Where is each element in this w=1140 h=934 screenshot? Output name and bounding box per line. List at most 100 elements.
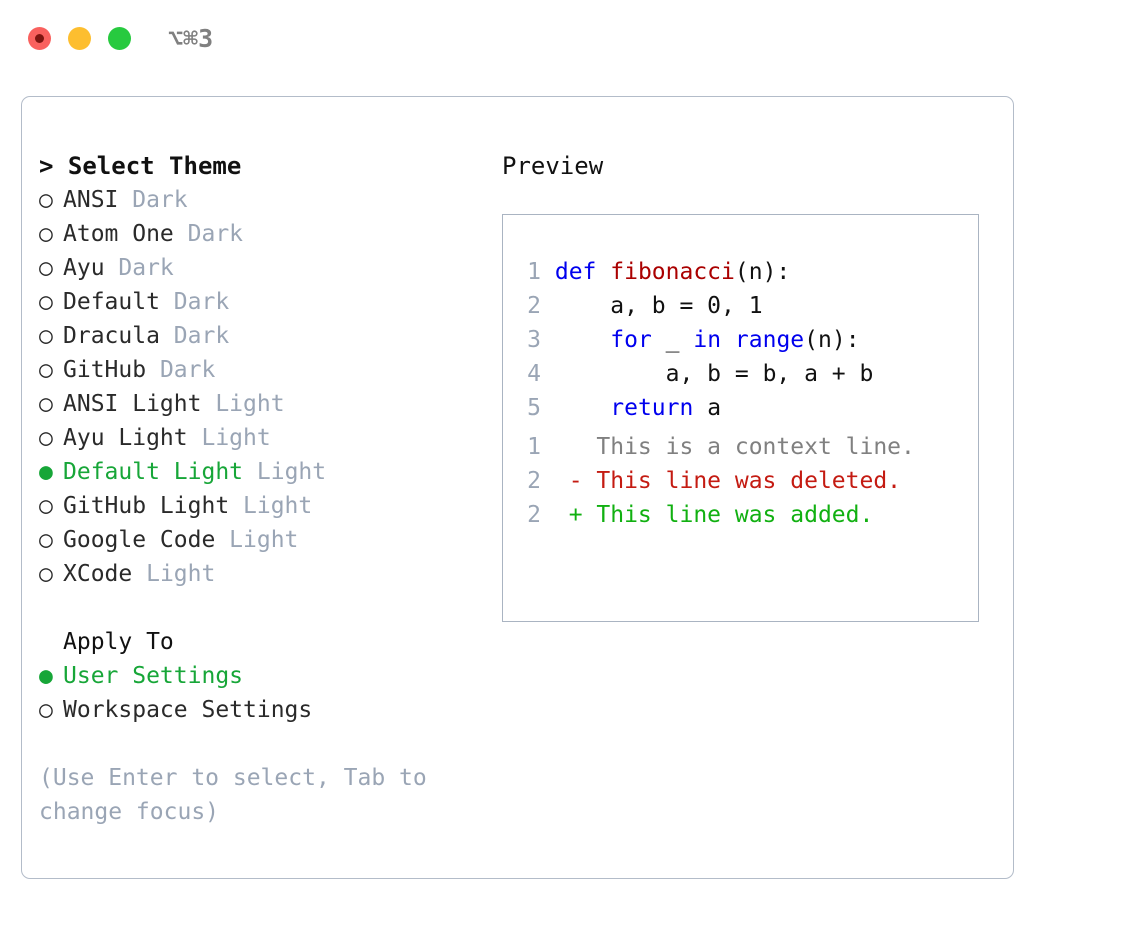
radio-unselected-icon: ○	[39, 357, 53, 383]
radio-unselected-icon: ○	[39, 493, 53, 519]
diff-line-text: + This line was added.	[541, 502, 874, 528]
preview-title: Preview	[502, 152, 604, 180]
theme-name-label: GitHub	[63, 357, 160, 383]
theme-name-label: Ayu	[63, 255, 119, 281]
radio-unselected-icon: ○	[39, 187, 53, 213]
theme-list-item[interactable]: ○ Google Code Light	[39, 523, 509, 557]
theme-name-label: Default	[63, 289, 174, 315]
line-number: 1	[527, 259, 541, 285]
radio-unselected-icon: ○	[39, 255, 53, 281]
radio-unselected-icon: ○	[39, 697, 53, 723]
theme-list-item[interactable]: ○ Dracula Dark	[39, 319, 509, 353]
line-gutter-space	[541, 293, 555, 319]
line-number: 1	[527, 434, 541, 460]
code-token: (n):	[734, 259, 791, 285]
theme-variant-tag: Dark	[173, 323, 230, 349]
apply-to-item[interactable]: ○ Workspace Settings	[39, 693, 509, 727]
theme-list-item[interactable]: ● Default Light Light	[39, 455, 509, 489]
theme-list-item[interactable]: ○Ayu Light Light	[39, 421, 509, 455]
code-line: 1 def fibonacci(n):	[515, 255, 965, 289]
theme-variant-tag: Light	[146, 561, 216, 587]
theme-list-item[interactable]: ○ANSI Dark	[39, 183, 509, 217]
theme-name-label: XCode	[63, 561, 147, 587]
code-line: 2 a, b = 0, 1	[515, 289, 965, 323]
radio-unselected-icon: ○	[39, 289, 53, 315]
line-number: 5	[527, 395, 541, 421]
code-token: a	[693, 395, 722, 421]
radio-selected-icon: ●	[39, 663, 53, 689]
theme-name-label: Dracula	[63, 323, 174, 349]
title-bar: ⌥⌘3	[0, 0, 1140, 78]
radio-selected-icon: ●	[39, 459, 53, 485]
apply-to-list[interactable]: ● User Settings ○ Workspace Settings	[39, 659, 509, 727]
theme-variant-tag: Dark	[132, 187, 188, 213]
theme-list-item[interactable]: ○ Atom One Dark	[39, 217, 509, 251]
code-token: return	[610, 395, 694, 421]
apply-to-item[interactable]: ● User Settings	[39, 659, 509, 693]
theme-variant-tag: Light	[229, 527, 299, 553]
radio-unselected-icon: ○	[39, 527, 53, 553]
code-token: def	[554, 259, 611, 285]
radio-unselected-icon: ○	[39, 561, 53, 587]
theme-variant-tag: Dark	[187, 221, 244, 247]
theme-name-label: GitHub Light	[63, 493, 244, 519]
theme-list-item[interactable]: ○ GitHub Light Light	[39, 489, 509, 523]
code-token: range	[734, 327, 805, 353]
select-theme-header: > Select Theme	[39, 152, 242, 180]
theme-name-label: Google Code	[63, 527, 230, 553]
recording-indicator-icon	[35, 34, 44, 43]
radio-unselected-icon: ○	[39, 221, 53, 247]
diff-line-text: This is a context line.	[541, 434, 915, 460]
section-spacer	[39, 591, 509, 625]
theme-name-label: Default Light	[63, 459, 257, 485]
theme-list-item[interactable]: ○Ayu Dark	[39, 251, 509, 285]
code-line: 4 a, b = b, a + b	[515, 357, 965, 391]
code-token: _	[651, 327, 694, 353]
theme-name-label: Ayu Light	[63, 425, 202, 451]
theme-variant-tag: Light	[256, 459, 327, 485]
theme-variant-tag: Light	[215, 391, 285, 417]
diff-sample: 1 This is a context line.2 - This line w…	[515, 430, 965, 532]
line-number: 2	[527, 293, 541, 319]
code-token: a, b = b, a + b	[554, 361, 874, 387]
radio-unselected-icon: ○	[39, 391, 53, 417]
code-line: 5 return a	[515, 391, 965, 425]
maximize-button-icon[interactable]	[108, 27, 131, 50]
theme-picker-dialog: > Select Theme ○ANSI Dark○Atom One Dark○…	[21, 96, 1014, 879]
theme-name-label: Atom One	[63, 221, 188, 247]
line-gutter-space	[541, 259, 555, 285]
diff-line: 2 - This line was deleted.	[515, 464, 965, 498]
apply-to-label: User Settings	[63, 663, 244, 689]
theme-name-label: ANSI Light	[63, 391, 216, 417]
code-line: 3 for _ in range(n):	[515, 323, 965, 357]
theme-list-item[interactable]: ○ ANSI Light Light	[39, 387, 509, 421]
theme-list-item[interactable]: ○ Default Dark	[39, 285, 509, 319]
theme-variant-tag: Dark	[173, 289, 230, 315]
theme-variant-tag: Dark	[159, 357, 216, 383]
theme-variant-tag: Light	[243, 493, 313, 519]
code-token: (n):	[804, 327, 860, 353]
diff-line: 2 + This line was added.	[515, 498, 965, 532]
keyboard-hint-text: (Use Enter to select, Tab to change focu…	[39, 765, 427, 825]
apply-to-label: Workspace Settings	[63, 697, 313, 723]
line-number: 4	[527, 361, 541, 387]
code-token: a, b = 0, 1	[554, 293, 763, 319]
diff-line: 1 This is a context line.	[515, 430, 965, 464]
diff-line-text: - This line was deleted.	[541, 468, 902, 494]
radio-unselected-icon: ○	[39, 323, 53, 349]
preview-column: Preview 1 def fibonacci(n):2 a, b = 0, 1…	[502, 149, 1002, 622]
theme-list[interactable]: ○ANSI Dark○Atom One Dark○Ayu Dark○Defaul…	[39, 183, 509, 591]
minimize-button-icon[interactable]	[68, 27, 91, 50]
keyboard-shortcut-label: ⌥⌘3	[168, 24, 214, 53]
theme-variant-tag: Light	[201, 425, 271, 451]
line-number: 3	[527, 327, 541, 353]
theme-list-item[interactable]: ○ GitHub Dark	[39, 353, 509, 387]
theme-list-item[interactable]: ○ XCode Light	[39, 557, 509, 591]
line-gutter-space	[541, 327, 555, 353]
line-number: 2	[527, 468, 541, 494]
apply-to-header: Apply To	[63, 629, 174, 655]
theme-selection-column: > Select Theme ○ANSI Dark○Atom One Dark○…	[39, 149, 509, 829]
